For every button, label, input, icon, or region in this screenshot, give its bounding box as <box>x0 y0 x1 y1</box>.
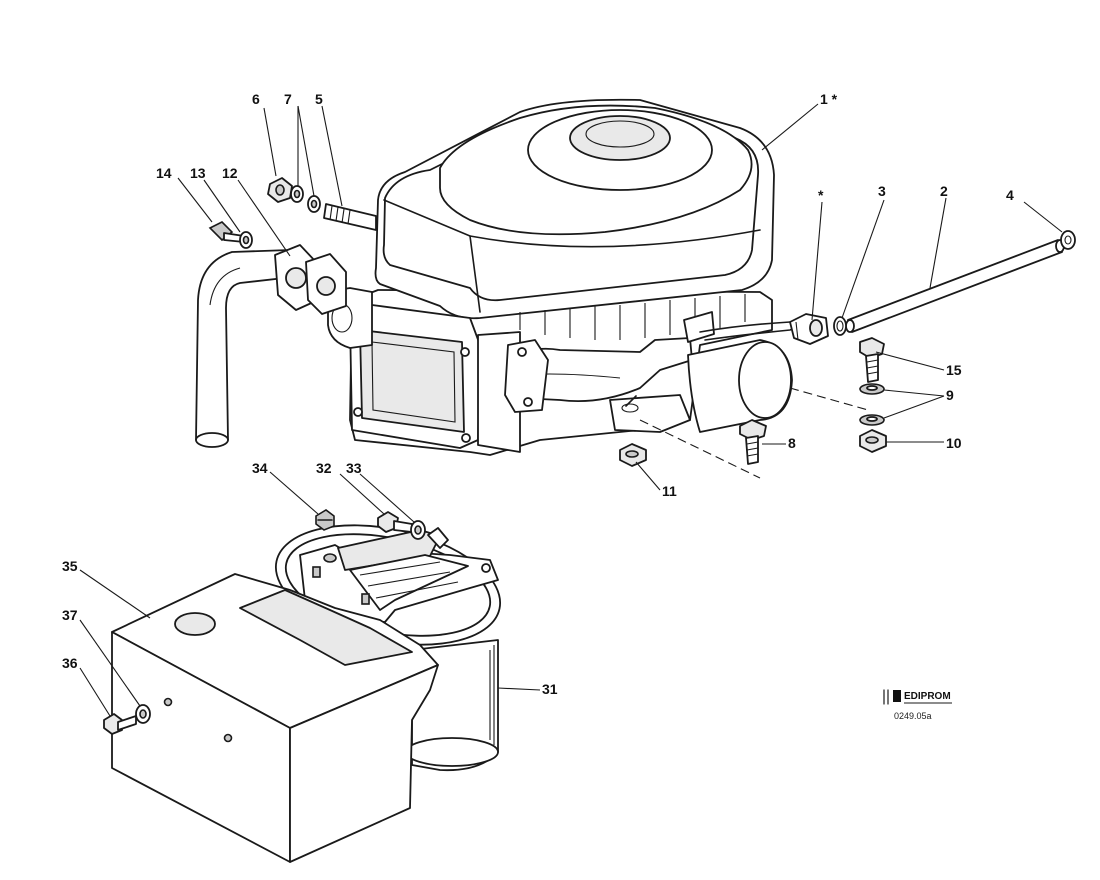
callout-34: 34 <box>252 460 268 476</box>
callout-3: 3 <box>878 183 886 199</box>
callout-6: 6 <box>252 91 260 107</box>
callout-35: 35 <box>62 558 78 574</box>
callout-labels: 1 * 2 3 4 * 5 6 7 14 13 12 15 9 10 8 11 … <box>62 91 1014 697</box>
fuel-connector-star <box>789 313 829 345</box>
exhaust-pipe <box>195 249 303 448</box>
callout-32: 32 <box>316 460 332 476</box>
publisher-logo: EDIPROM 0249.05a <box>883 689 952 721</box>
publisher-brand: EDIPROM <box>904 691 951 702</box>
washer-9b <box>859 414 885 426</box>
callout-4: 4 <box>1006 187 1014 203</box>
clamp-4 <box>1060 230 1076 250</box>
screw-36 <box>103 713 137 735</box>
engine-assembly <box>349 98 801 456</box>
nut-11 <box>619 443 647 467</box>
callout-8: 8 <box>788 435 796 451</box>
callout-2: 2 <box>940 183 948 199</box>
bracket-tab <box>427 527 449 549</box>
assembly-line-8 <box>639 419 761 479</box>
callout-star: * <box>818 187 824 203</box>
washer-37 <box>135 704 151 724</box>
clamp-3 <box>833 316 847 336</box>
washer-13 <box>239 231 253 249</box>
exhaust-gasket <box>274 244 347 315</box>
assembly-line-9 <box>789 387 869 411</box>
fuel-hose-2 <box>845 239 1065 333</box>
leader-lines <box>79 103 1063 717</box>
callout-5: 5 <box>315 91 323 107</box>
callout-15: 15 <box>946 362 962 378</box>
filter-cover-35 <box>111 573 439 863</box>
nut-6 <box>267 177 293 203</box>
bolt-8 <box>739 419 767 465</box>
bolt-14 <box>208 221 245 243</box>
washer-9a <box>859 383 885 395</box>
callout-36: 36 <box>62 655 78 671</box>
clip-34 <box>315 509 335 531</box>
callout-7: 7 <box>284 91 292 107</box>
callout-14: 14 <box>156 165 172 181</box>
callout-12: 12 <box>222 165 238 181</box>
washer-7a <box>290 185 304 203</box>
washer-33 <box>410 520 426 540</box>
bolt-15 <box>859 337 885 383</box>
callout-37: 37 <box>62 607 78 623</box>
callout-13: 13 <box>190 165 206 181</box>
callout-9: 9 <box>946 387 954 403</box>
drawing-code: 0249.05a <box>894 711 932 721</box>
nut-10 <box>859 429 887 453</box>
washer-7b <box>307 195 321 213</box>
callout-11: 11 <box>662 483 677 499</box>
callout-33: 33 <box>346 460 362 476</box>
mounting-bracket <box>299 529 499 623</box>
callout-31: 31 <box>542 681 558 697</box>
stud-5 <box>323 203 377 231</box>
callout-10: 10 <box>946 435 962 451</box>
callout-1: 1 * <box>820 91 838 107</box>
